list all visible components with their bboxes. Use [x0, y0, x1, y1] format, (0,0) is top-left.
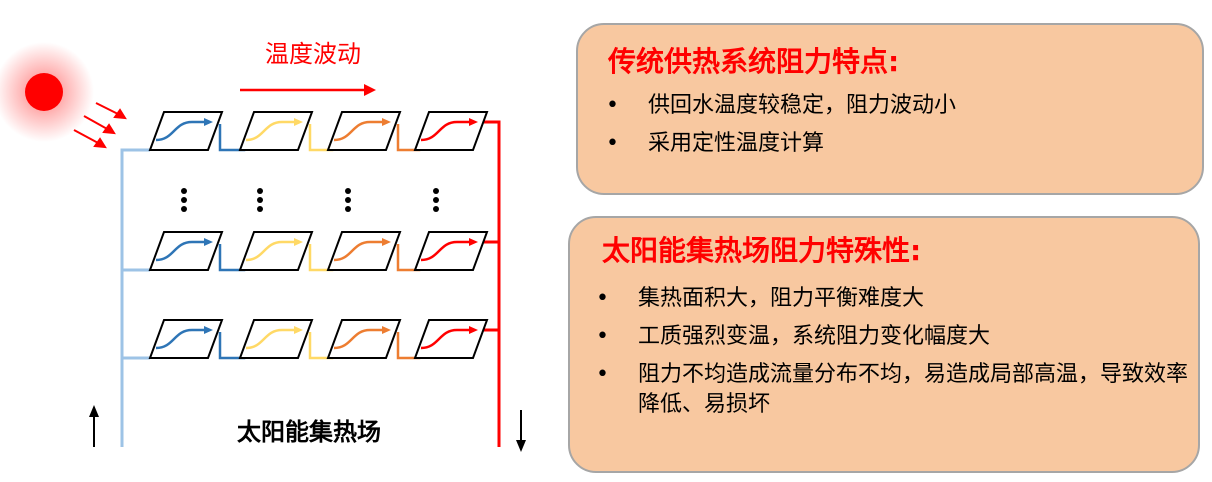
traditional-system-card: 传统供热系统阻力特点: 供回水温度较稳定，阻力波动小采用定性温度计算 — [576, 23, 1204, 195]
traditional-system-bullets: 供回水温度较稳定，阻力波动小采用定性温度计算 — [598, 91, 1178, 167]
bullet-item: 集热面积大，阻力平衡难度大 — [588, 284, 1188, 314]
solar-field-title: 太阳能集热场阻力特殊性: — [602, 234, 922, 267]
bullet-item: 阻力不均造成流量分布不均，易造成局部高温，导致效率降低、易损坏 — [588, 360, 1188, 420]
collector-array — [148, 111, 489, 360]
collector-flow-line — [420, 240, 471, 262]
collector-flow-arrowhead — [382, 326, 391, 334]
row-ellipsis — [181, 188, 439, 212]
solar-collector-panel — [326, 111, 402, 151]
sun-ray-arrowhead — [93, 137, 107, 149]
collector-flow-arrowhead — [204, 326, 213, 334]
collector-flow-arrowhead — [294, 118, 303, 126]
collector-flow-line — [155, 328, 206, 350]
ellipsis-dot — [257, 197, 263, 203]
ellipsis-dot — [181, 206, 187, 212]
collector-flow-arrowhead — [469, 238, 478, 246]
ellipsis-dot — [257, 188, 263, 194]
bullet-item: 供回水温度较稳定，阻力波动小 — [598, 91, 1178, 121]
ellipsis-dot — [433, 188, 439, 194]
solar-collector-panel — [413, 231, 489, 271]
collector-flow-arrowhead — [469, 118, 478, 126]
ellipsis-dot — [345, 188, 351, 194]
solar-field-bullets: 集热面积大，阻力平衡难度大工质强烈变温，系统阻力变化幅度大阻力不均造成流量分布不… — [588, 284, 1188, 428]
collector-flow-arrowhead — [204, 118, 213, 126]
ellipsis-dot — [181, 188, 187, 194]
sun-rays — [73, 102, 127, 149]
solar-collector-panel — [148, 319, 224, 359]
collector-flow-arrowhead — [382, 118, 391, 126]
ellipsis-dot — [181, 197, 187, 203]
inlet-flow-arrowhead — [89, 405, 99, 417]
collector-flow-line — [245, 120, 296, 142]
outlet-flow-arrowhead — [516, 440, 526, 452]
solar-field-diagram: 温度波动 太阳能集热场 — [0, 40, 526, 452]
solar-field-label: 太阳能集热场 — [237, 418, 381, 446]
solar-collector-panel — [148, 111, 224, 151]
solar-collector-panel — [326, 231, 402, 271]
ellipsis-dot — [433, 197, 439, 203]
collector-flow-line — [420, 328, 471, 350]
collector-flow-line — [155, 120, 206, 142]
sun-ray — [95, 102, 121, 116]
collector-flow-line — [333, 240, 384, 262]
collector-flow-arrowhead — [382, 238, 391, 246]
collector-flow-arrowhead — [294, 238, 303, 246]
ellipsis-dot — [345, 197, 351, 203]
collector-flow-line — [333, 120, 384, 142]
ellipsis-dot — [433, 206, 439, 212]
collector-flow-line — [245, 328, 296, 350]
ellipsis-dot — [257, 206, 263, 212]
collector-flow-arrowhead — [469, 326, 478, 334]
collector-flow-line — [420, 120, 471, 142]
collector-flow-line — [333, 328, 384, 350]
solar-collector-panel — [413, 319, 489, 359]
outlet-pipe — [470, 120, 501, 447]
sun-icon — [25, 73, 63, 111]
collector-flow-line — [245, 240, 296, 262]
solar-collector-panel — [238, 319, 314, 359]
solar-collector-panel — [413, 111, 489, 151]
solar-field-card: 太阳能集热场阻力特殊性: 集热面积大，阻力平衡难度大工质强烈变温，系统阻力变化幅… — [568, 216, 1200, 473]
temperature-fluctuation-label: 温度波动 — [265, 40, 361, 68]
ellipsis-dot — [345, 206, 351, 212]
solar-collector-panel — [148, 231, 224, 271]
bullet-item: 工质强烈变温，系统阻力变化幅度大 — [588, 322, 1188, 352]
solar-collector-panel — [238, 111, 314, 151]
collector-flow-arrowhead — [204, 238, 213, 246]
traditional-system-title: 传统供热系统阻力特点: — [608, 45, 900, 78]
bullet-item: 采用定性温度计算 — [598, 129, 1178, 159]
temperature-fluctuation-arrowhead — [364, 84, 376, 96]
solar-collector-panel — [238, 231, 314, 271]
inlet-pipe — [120, 148, 150, 447]
solar-collector-panel — [326, 319, 402, 359]
sun-ray-arrowhead — [113, 108, 127, 120]
sun-ray — [73, 129, 101, 145]
sun-ray-arrowhead — [102, 123, 116, 135]
collector-flow-line — [155, 240, 206, 262]
inlet-pipe — [120, 148, 150, 447]
collector-flow-arrowhead — [294, 326, 303, 334]
sun-ray — [83, 115, 110, 131]
